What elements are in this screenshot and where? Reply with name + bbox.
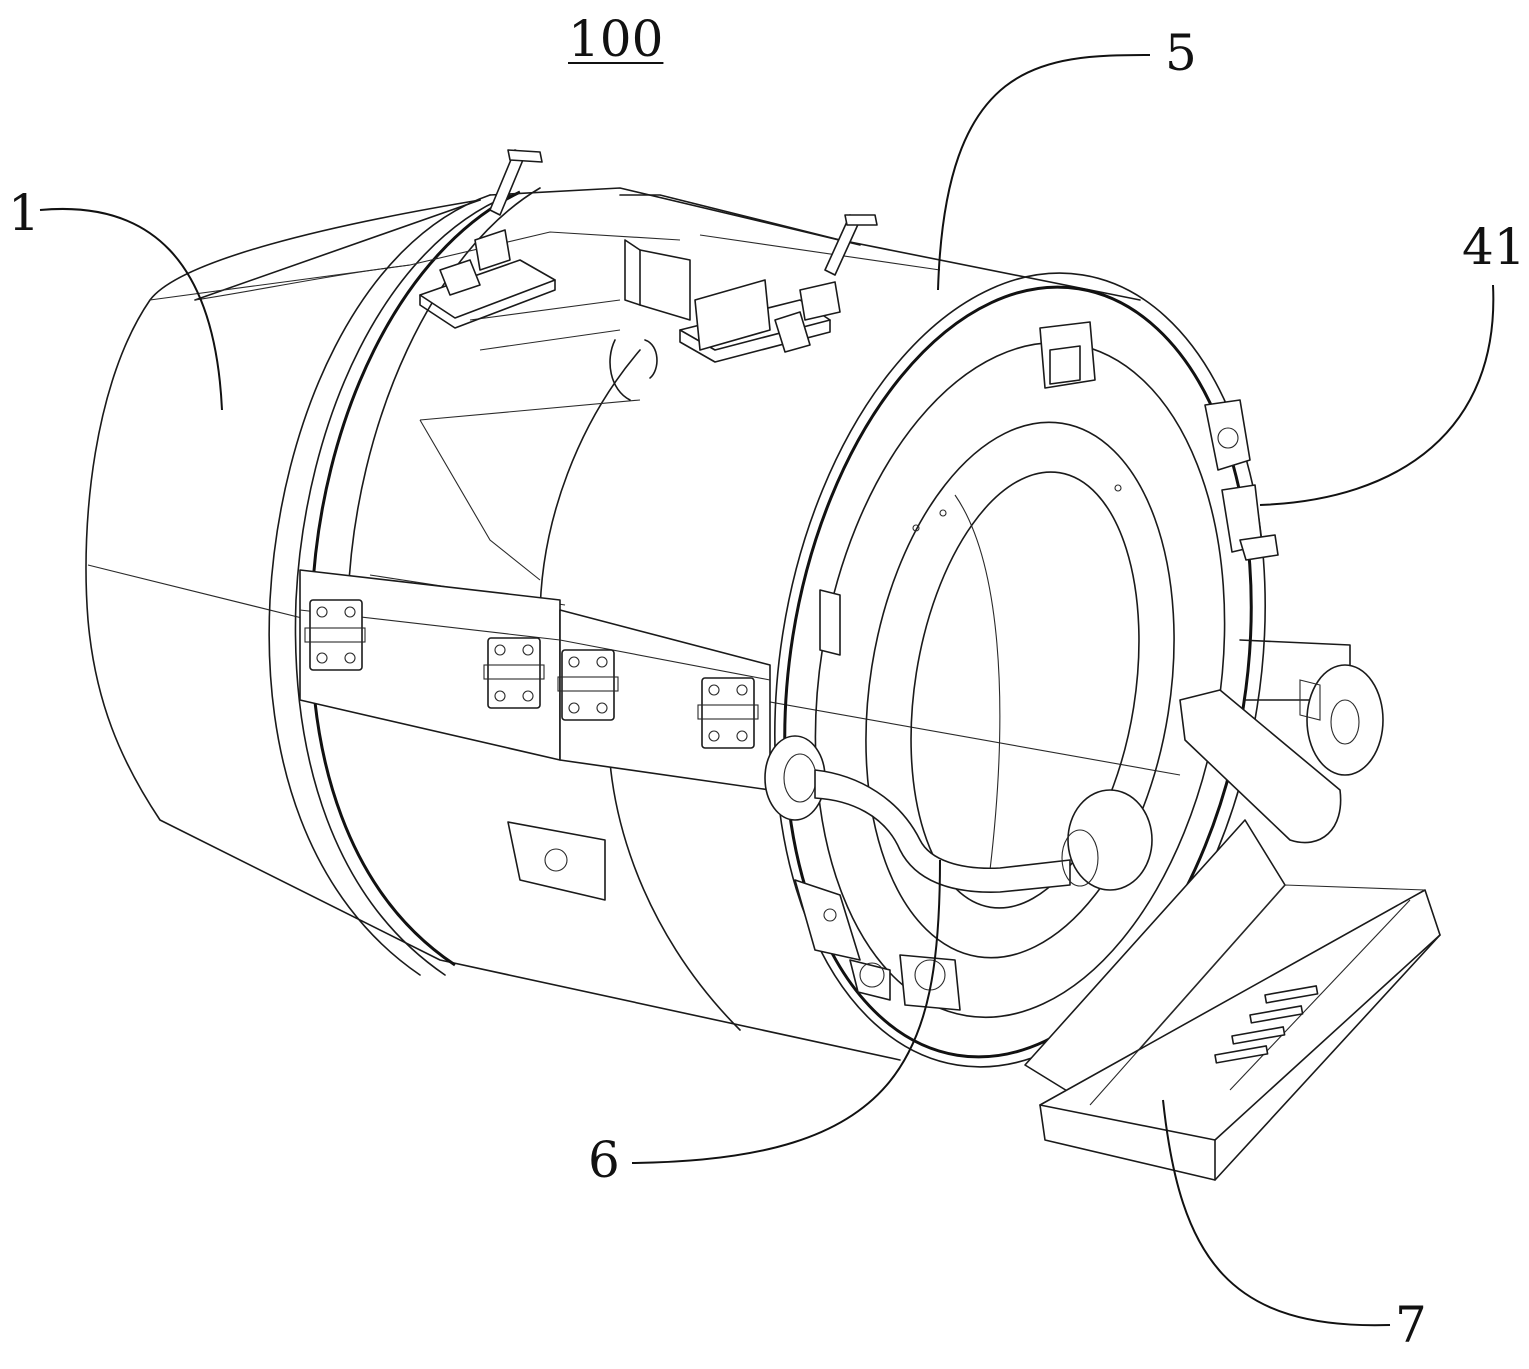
leader-6: [631, 859, 941, 1164]
rear-ring: [268, 187, 861, 976]
lower-mounting-plate: [507, 821, 606, 901]
handle-bar: [764, 735, 1153, 893]
leader-41: [1259, 284, 1495, 506]
leader-1: [39, 208, 223, 411]
leader-7: [1162, 1099, 1391, 1327]
side-latch: [1204, 399, 1279, 561]
figure-number-label: 100: [568, 10, 664, 68]
label-41: 41: [1462, 218, 1526, 276]
front-ring: [774, 272, 1266, 1068]
label-7: 7: [1395, 1296, 1427, 1354]
label-1: 1: [8, 184, 40, 242]
hinge-set: [304, 599, 759, 749]
side-arm: [1179, 639, 1384, 844]
leader-5: [937, 54, 1151, 291]
top-clamp-right: [679, 214, 878, 363]
label-6: 6: [588, 1131, 620, 1189]
top-clamp-left: [419, 149, 556, 329]
leader-lines: [39, 54, 1495, 1327]
bottom-brackets: [794, 879, 961, 1011]
label-5: 5: [1165, 24, 1197, 82]
tray: [1024, 819, 1441, 1181]
